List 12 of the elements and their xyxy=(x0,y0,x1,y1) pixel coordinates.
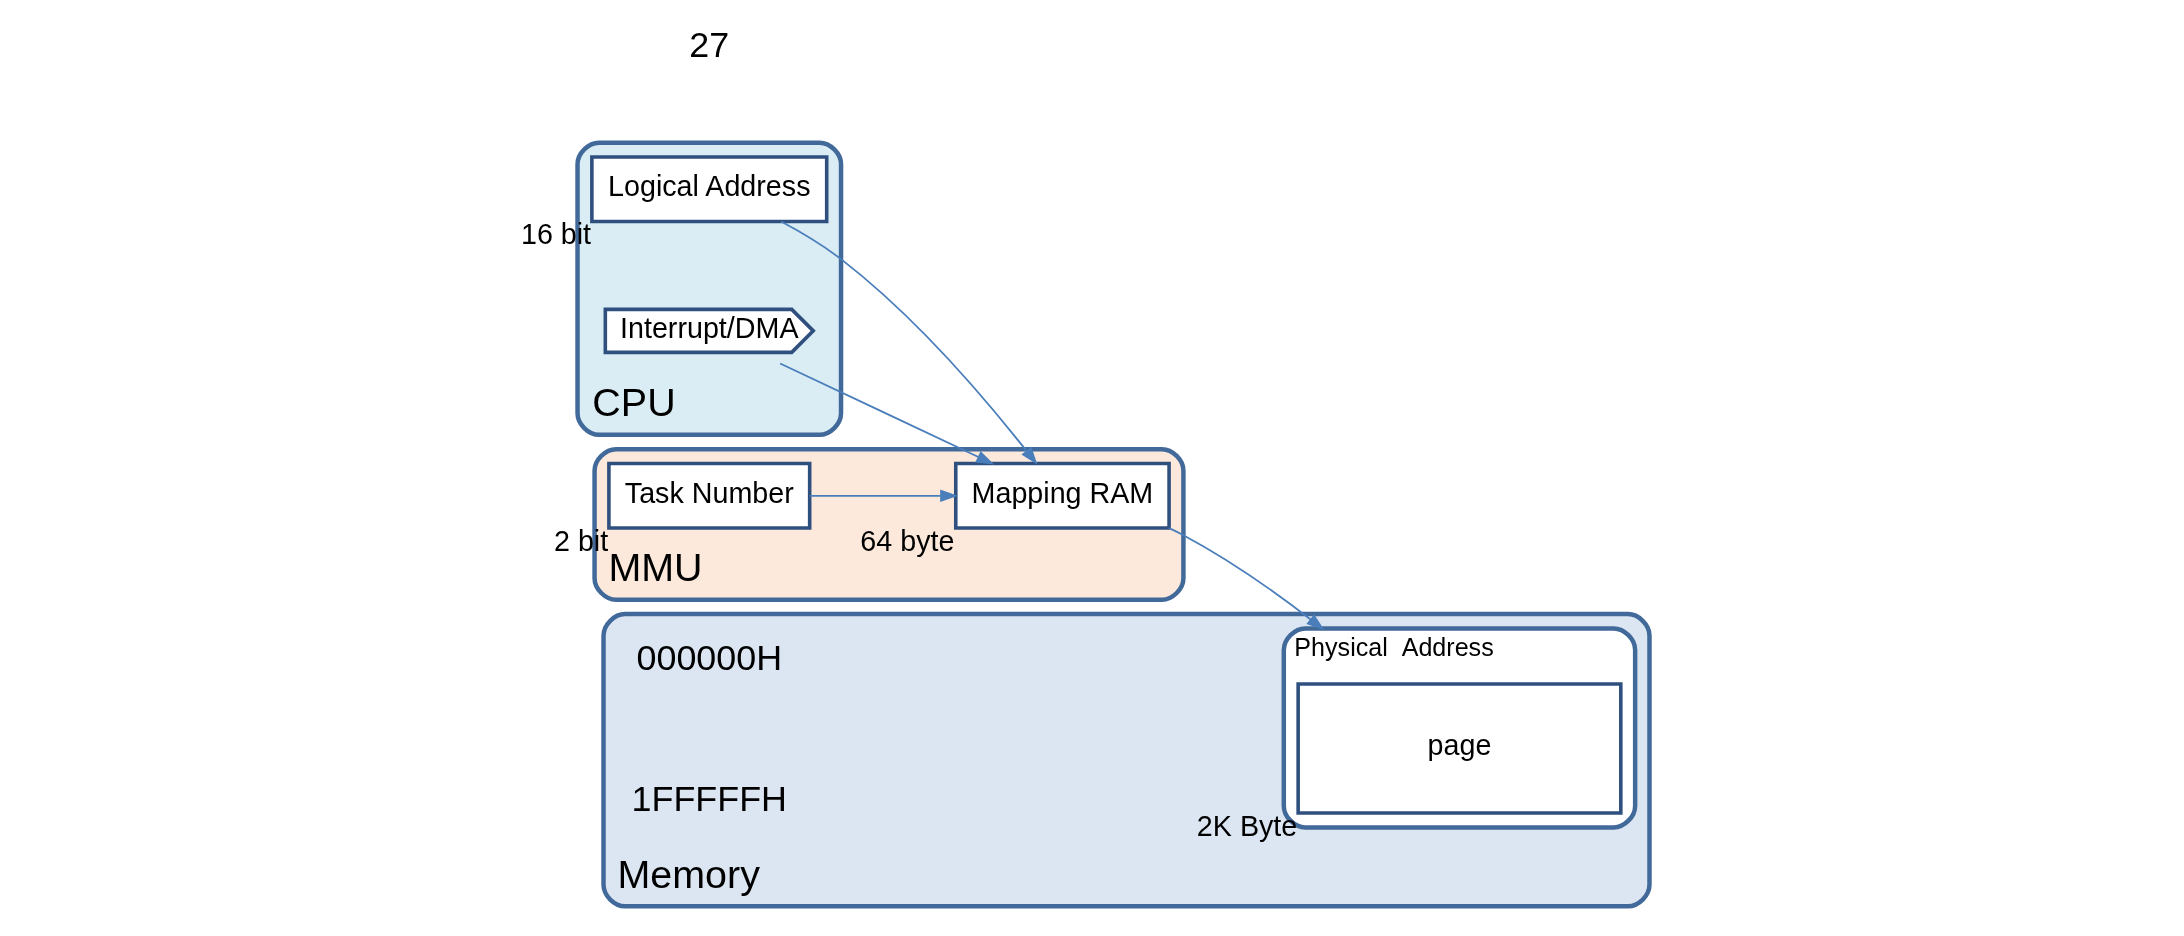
arrow xyxy=(1168,527,1325,631)
node-label: 64 byte xyxy=(860,525,955,557)
node-box: Mapping RAM xyxy=(953,461,1171,530)
label: 1FFFFFH xyxy=(631,779,787,820)
label: 27 xyxy=(689,24,730,65)
label: 000000H xyxy=(636,637,783,678)
arrow xyxy=(780,220,1038,465)
node-box: page xyxy=(1296,682,1623,815)
arrow xyxy=(808,489,959,503)
arrow xyxy=(779,362,995,465)
node-box: Task Number xyxy=(607,461,812,530)
node-box: Logical Address xyxy=(590,155,829,224)
